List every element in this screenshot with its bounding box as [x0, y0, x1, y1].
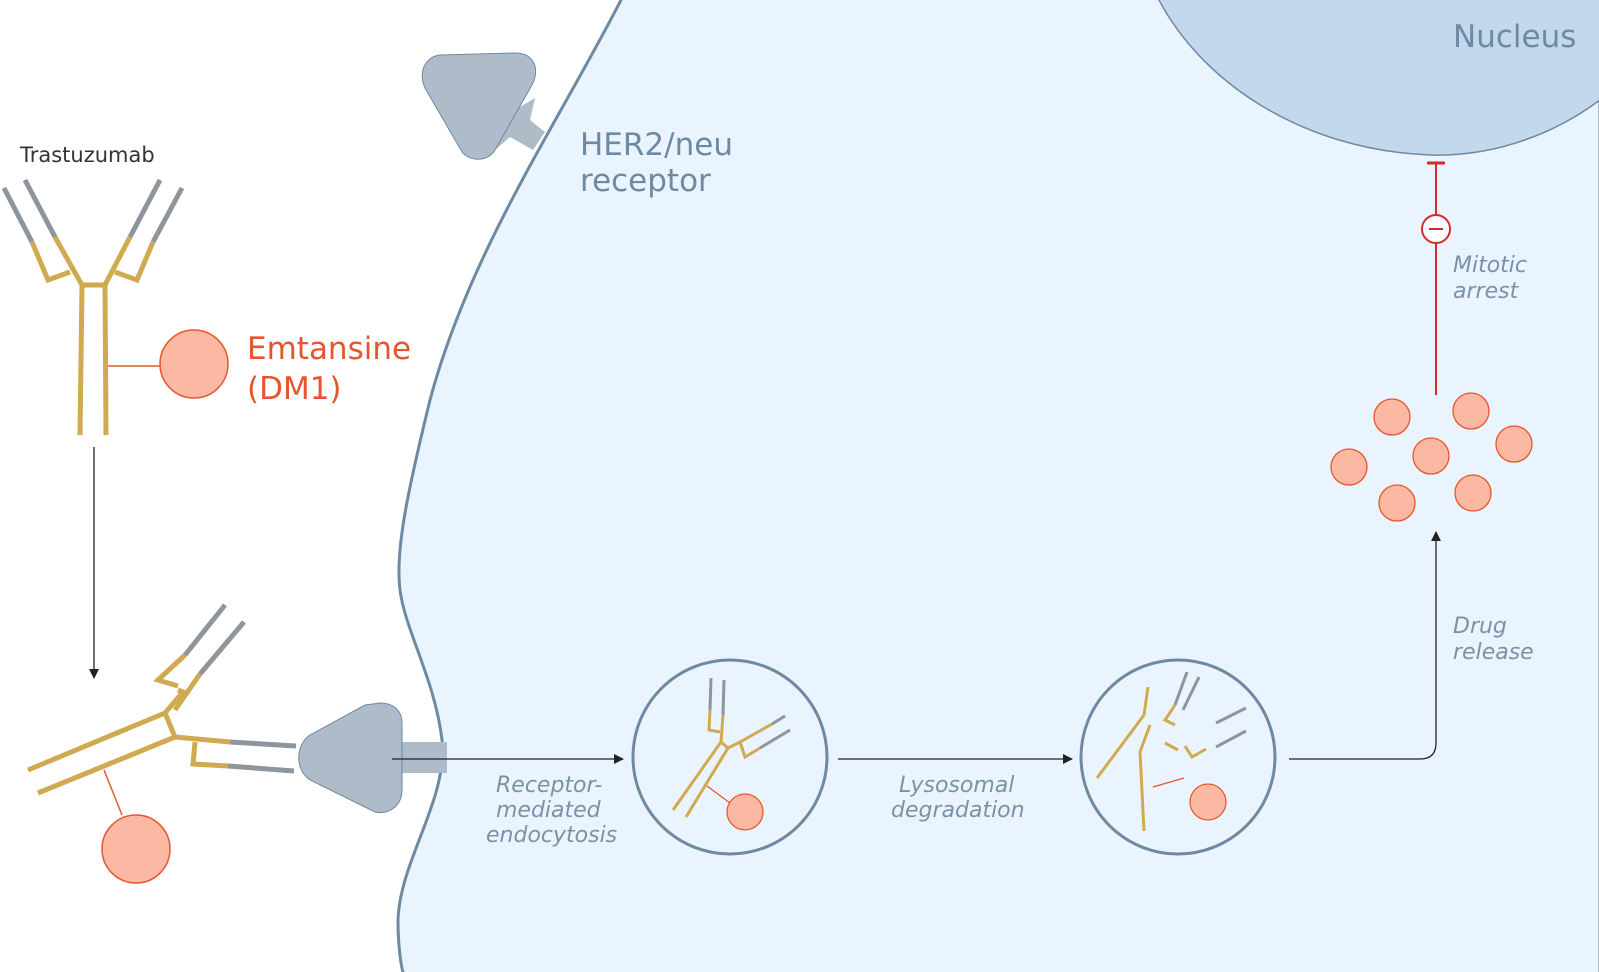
endocytosis-label-line2: mediated	[496, 798, 602, 823]
lysosomal-label-line1: Lysosomal	[899, 773, 1014, 798]
mitotic-label-line2: arrest	[1453, 279, 1520, 304]
receptor-label-line2: receptor	[580, 163, 711, 199]
trastuzumab-antibody	[1, 178, 185, 436]
endocytosis-label-line1: Receptor-	[496, 773, 602, 798]
free-drug-molecule	[1378, 484, 1416, 522]
her2-receptor-bound	[298, 702, 447, 814]
free-drug-molecule	[1373, 398, 1411, 436]
endocytosis-label-line3: endocytosis	[486, 823, 617, 848]
her2-receptor-unbound	[421, 52, 545, 160]
nucleus	[1158, 0, 1599, 156]
drug-release-label-line2: release	[1453, 640, 1534, 665]
drug-release-arrow	[1289, 531, 1441, 760]
bound-drug-linker	[103, 769, 123, 816]
free-drug-molecule	[1412, 437, 1450, 475]
nucleus-label: Nucleus	[1453, 19, 1576, 55]
mitotic-inhibition	[1421, 161, 1451, 395]
receptor-label-line1: HER2/neu	[580, 127, 733, 163]
emtansine-molecule	[159, 329, 229, 399]
lysosomal-label-line2: degradation	[891, 798, 1025, 823]
mitotic-label-line1: Mitotic	[1453, 253, 1527, 278]
free-drug-molecule	[1330, 448, 1368, 486]
free-drug-molecule	[1495, 425, 1533, 463]
free-drug-molecules	[1330, 392, 1533, 522]
endosome-intact-adc	[631, 658, 829, 856]
free-drug-molecule	[1454, 474, 1492, 512]
drug-release-label-line1: Drug	[1453, 614, 1507, 639]
bound-antibody	[27, 603, 297, 796]
antibody-label: Trastuzumab	[19, 143, 155, 167]
drug-label-line1: Emtansine	[247, 331, 411, 367]
free-drug-molecule	[1452, 392, 1490, 430]
bound-emtansine-molecule	[101, 814, 171, 884]
lysosome-degraded-adc	[1079, 658, 1277, 856]
drug-label-line2: (DM1)	[247, 371, 342, 407]
